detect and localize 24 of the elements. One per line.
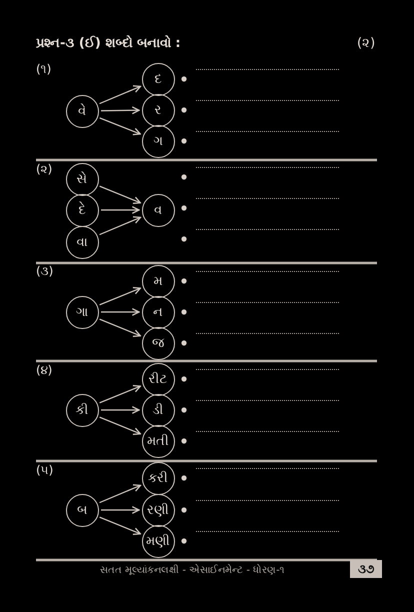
question-heading: પ્રશ્ન-૩ (ઈ) શબ્દો બનાવો : bbox=[36, 34, 181, 53]
arrow bbox=[99, 216, 142, 236]
section-number: (૨) bbox=[36, 161, 52, 178]
arrow bbox=[99, 384, 142, 404]
arrow bbox=[101, 206, 140, 214]
section-number: (૧) bbox=[36, 61, 52, 78]
footer-text: સતત મૂલ્યાંકનલક્ષી - એસાઈનમેન્ટ - ધોરણ-૧ bbox=[100, 563, 285, 578]
arrow bbox=[99, 516, 142, 536]
page-number: ૩૭ bbox=[350, 560, 382, 578]
arrow bbox=[101, 406, 140, 414]
arrow bbox=[101, 106, 140, 114]
section-number: (૨) bbox=[357, 35, 376, 53]
arrow bbox=[99, 286, 142, 306]
section-number: (૩) bbox=[36, 263, 54, 280]
arrow bbox=[101, 308, 140, 316]
section-number: (૪) bbox=[36, 362, 52, 379]
arrow bbox=[99, 85, 142, 104]
arrow bbox=[99, 186, 142, 204]
arrow bbox=[101, 506, 140, 514]
arrow bbox=[99, 416, 142, 436]
arrow bbox=[99, 484, 142, 504]
section-number: (૫) bbox=[36, 462, 54, 479]
arrow bbox=[99, 117, 141, 136]
arrow bbox=[99, 318, 142, 338]
